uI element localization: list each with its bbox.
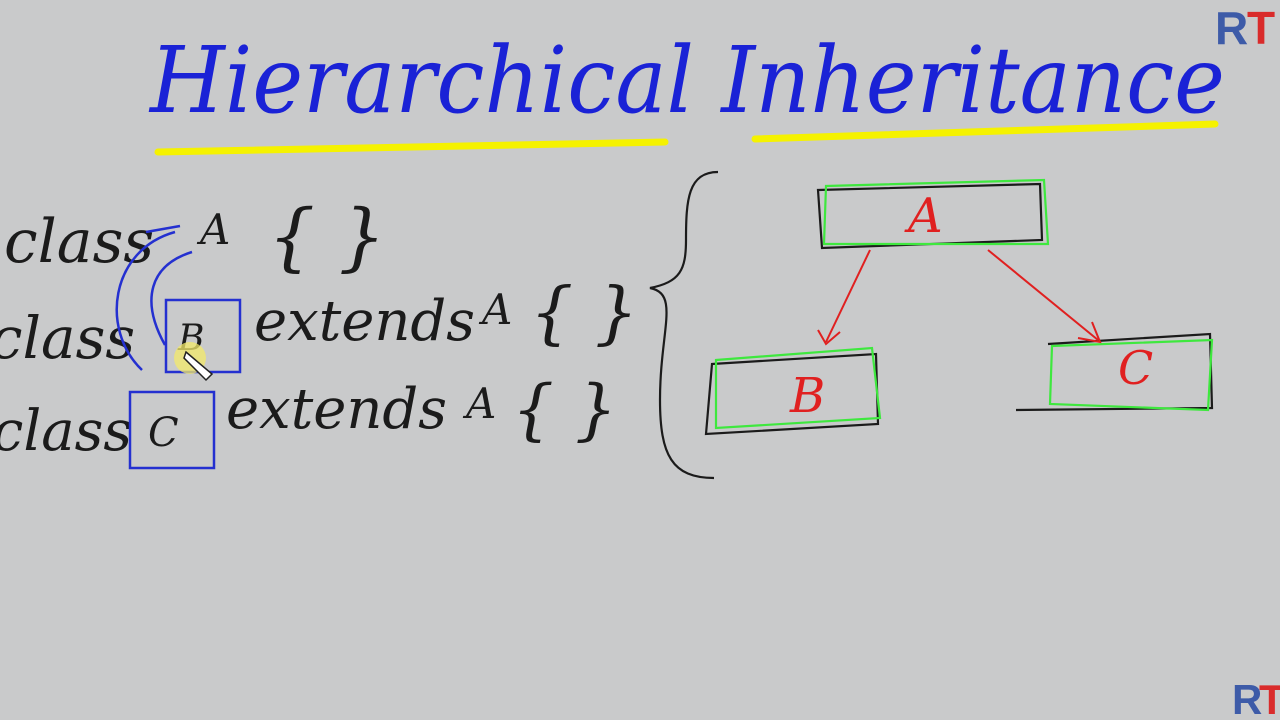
grouping-brace [649, 170, 719, 480]
logo-top-t: T [1247, 2, 1275, 54]
node-b-label: B [789, 368, 825, 424]
diagram-node-a: A [816, 178, 1050, 250]
pencil-cursor-icon [183, 350, 214, 382]
code-line1-braces: { } [268, 194, 386, 280]
edge-a-to-b [825, 249, 871, 343]
class-c-highlight-box [128, 390, 216, 470]
code-line2-extends: extends [254, 289, 475, 354]
code-line2-keyword: class [0, 304, 135, 372]
node-a-label: A [904, 188, 943, 244]
edge-a-to-c-arrowhead [1077, 321, 1102, 344]
code-line2-parent: A [478, 285, 512, 334]
logo-bottom-t: T [1259, 676, 1280, 720]
page-title: Hierarchical Inheritance [148, 27, 1225, 134]
code-line3-braces: { } [512, 371, 617, 448]
title-underline-left [154, 138, 669, 156]
code-line3-parent: A [462, 379, 496, 428]
code-line3-classname: C [148, 410, 179, 456]
diagram-node-b: B [704, 346, 882, 436]
annotation-arrow-inner [150, 250, 193, 346]
logo-top-r: R [1215, 2, 1248, 54]
edge-a-to-b-arrowhead [817, 329, 841, 346]
code-line3-keyword: class [0, 399, 132, 464]
annotation-arrow-outer [115, 230, 176, 371]
code-line2-braces: { } [530, 274, 638, 353]
title-underline-right [751, 120, 1219, 143]
node-c-label: C [1118, 341, 1153, 395]
diagram-node-c: C [1015, 332, 1214, 412]
logo-bottom-r: R [1232, 676, 1262, 720]
code-line1-classname: A [196, 205, 230, 254]
edge-a-to-c [987, 249, 1099, 341]
code-line1-keyword: class [4, 207, 154, 277]
annotation-strike [145, 224, 181, 234]
code-line3-extends: extends [226, 377, 447, 442]
